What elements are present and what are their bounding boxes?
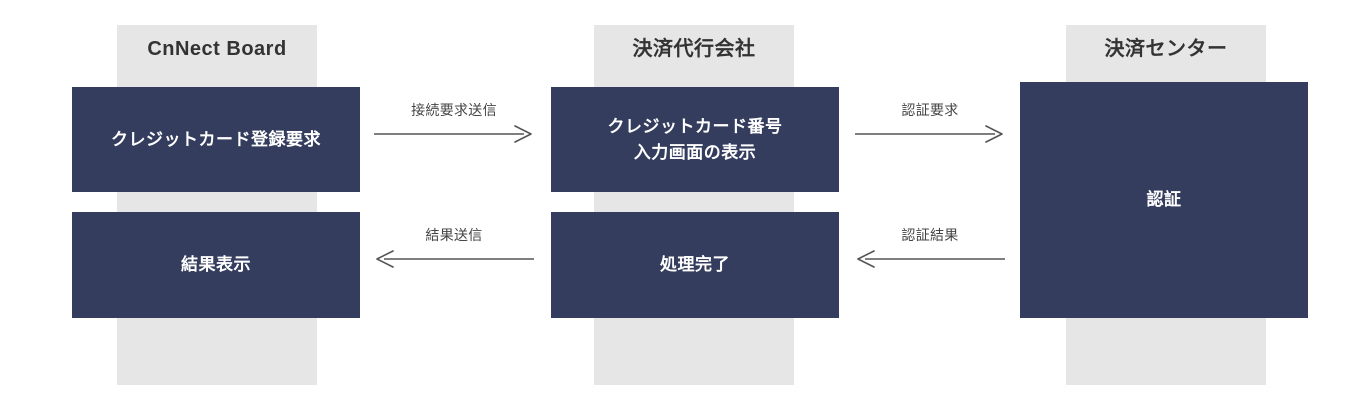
connector-label-auth-result: 認証結果: [901, 227, 959, 243]
connector-auth-result: 認証結果: [855, 225, 1005, 285]
node-result-display: 結果表示: [72, 212, 360, 318]
arrow-left-icon: [376, 250, 534, 268]
lane-band-cnnect-board: [117, 25, 317, 385]
lane-header-cnnect-board: CnNect Board: [147, 38, 287, 60]
node-card-number-input-screen: クレジットカード番号入力画面の表示: [551, 87, 839, 192]
connector-label-result-send: 結果送信: [425, 227, 483, 243]
connector-result-send: 結果送信: [374, 225, 534, 285]
lane-header-payment-center: 決済センター: [1104, 38, 1228, 60]
connector-auth-request: 認証要求: [855, 100, 1005, 160]
node-processing-complete: 処理完了: [551, 212, 839, 318]
node-authentication: 認証: [1020, 82, 1308, 318]
lane-band-payment-agency: [594, 25, 794, 385]
lane-header-payment-agency: 決済代行会社: [632, 38, 756, 60]
connector-connect-request-send: 接続要求送信: [374, 100, 534, 160]
arrow-left-icon: [857, 250, 1005, 268]
connector-label-auth-request: 認証要求: [901, 102, 959, 118]
connector-label-connect-request-send: 接続要求送信: [411, 102, 497, 118]
node-credit-card-register-request: クレジットカード登録要求: [72, 87, 360, 192]
arrow-right-icon: [855, 125, 1003, 143]
arrow-right-icon: [374, 125, 532, 143]
